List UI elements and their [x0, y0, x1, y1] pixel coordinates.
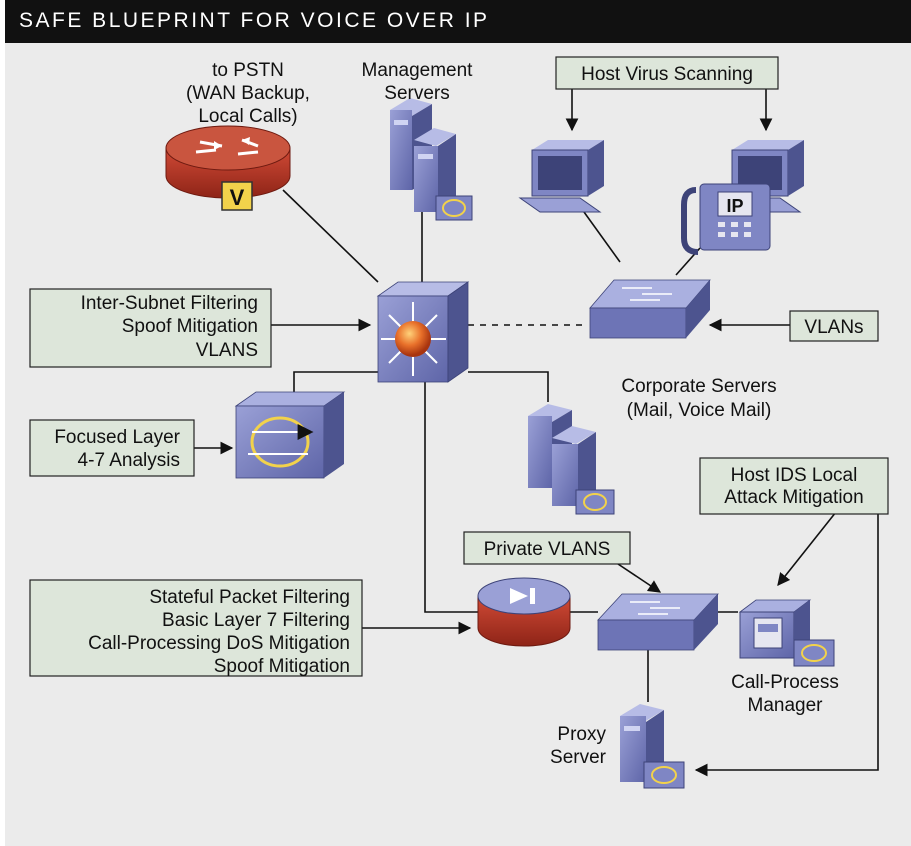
proxy-server-icon: [620, 704, 685, 789]
svg-text:(Mail, Voice Mail): (Mail, Voice Mail): [627, 400, 772, 421]
bottom-switch-icon: [597, 593, 719, 651]
callout-host-virus: Host Virus Scanning: [555, 56, 779, 90]
callout-host-ids: Host IDS Local Attack Mitigation: [699, 457, 889, 515]
link-pc-left-to-access-switch: [583, 211, 621, 263]
svg-text:Server: Server: [550, 747, 607, 768]
phone-badge-label: IP: [726, 196, 743, 216]
svg-text:(WAN Backup,: (WAN Backup,: [186, 83, 310, 104]
label-proxy: Proxy Server: [550, 724, 607, 768]
svg-text:Proxy: Proxy: [557, 724, 606, 745]
svg-text:Stateful Packet Filtering: Stateful Packet Filtering: [149, 587, 350, 608]
svg-text:Attack Mitigation: Attack Mitigation: [724, 487, 863, 508]
title-bar: SAFE BLUEPRINT FOR VOICE OVER IP: [5, 0, 911, 43]
svg-text:Local Calls): Local Calls): [198, 106, 297, 127]
management-servers-icon: [390, 98, 473, 221]
ids-sensor-icon: [234, 391, 346, 479]
arrow-hids-to-proxy: [694, 512, 879, 777]
link-core-to-corporate: [468, 371, 549, 402]
svg-text:4-7 Analysis: 4-7 Analysis: [78, 450, 180, 471]
svg-text:Spoof Mitigation: Spoof Mitigation: [214, 656, 350, 677]
pstn-router-icon: V: [165, 125, 291, 211]
svg-text:Call-Process: Call-Process: [731, 672, 839, 693]
callout-inter-subnet: Inter-Subnet Filtering Spoof Mitigation …: [29, 288, 272, 368]
svg-text:Spoof Mitigation: Spoof Mitigation: [122, 316, 258, 337]
svg-text:Call-Processing DoS Mitigation: Call-Processing DoS Mitigation: [88, 633, 350, 654]
svg-text:Corporate Servers: Corporate Servers: [621, 376, 776, 397]
corporate-servers-icon: [528, 404, 615, 515]
svg-text:Host IDS Local: Host IDS Local: [731, 465, 858, 486]
workstation-left-icon: [518, 140, 604, 213]
link-core-to-ids: [293, 371, 378, 392]
svg-text:Management: Management: [362, 60, 474, 81]
svg-text:Focused Layer: Focused Layer: [54, 427, 180, 448]
callout-focused: Focused Layer 4-7 Analysis: [29, 419, 195, 477]
link-core-to-firewall: [424, 382, 480, 613]
svg-text:Servers: Servers: [384, 83, 449, 104]
label-pstn: to PSTN (WAN Backup, Local Calls): [186, 60, 310, 127]
callout-private-vlans: Private VLANS: [463, 531, 631, 565]
voice-badge: [221, 181, 253, 211]
svg-text:Basic Layer 7 Filtering: Basic Layer 7 Filtering: [162, 610, 350, 631]
access-switch-icon: [589, 279, 711, 339]
label-corporate: Corporate Servers (Mail, Voice Mail): [621, 376, 776, 421]
svg-text:to PSTN: to PSTN: [212, 60, 284, 81]
callout-vlans: VLANs: [789, 310, 879, 342]
ip-phone-icon: IP: [681, 183, 771, 255]
router-badge-label: V: [230, 185, 245, 210]
firewall-icon: [477, 577, 571, 647]
svg-text:VLANS: VLANS: [196, 340, 258, 361]
callout-stateful: Stateful Packet Filtering Basic Layer 7 …: [29, 579, 363, 677]
svg-text:VLANs: VLANs: [804, 317, 863, 338]
diagram-title: SAFE BLUEPRINT FOR VOICE OVER IP: [19, 9, 490, 32]
label-call-process: Call-Process Manager: [731, 672, 839, 716]
label-management: Management Servers: [362, 60, 474, 104]
core-switch-icon: [376, 281, 470, 383]
callout-arrows: [194, 83, 879, 777]
svg-text:Host Virus Scanning: Host Virus Scanning: [581, 64, 753, 85]
svg-text:Manager: Manager: [748, 695, 824, 716]
svg-text:Inter-Subnet Filtering: Inter-Subnet Filtering: [81, 293, 258, 314]
call-manager-icon: [738, 599, 835, 667]
link-router-to-core-switch: [282, 189, 379, 283]
arrow-private-vlans-to-switch: [617, 563, 662, 593]
arrow-hids-to-callmanager: [777, 511, 837, 587]
svg-text:Private VLANS: Private VLANS: [484, 539, 611, 560]
